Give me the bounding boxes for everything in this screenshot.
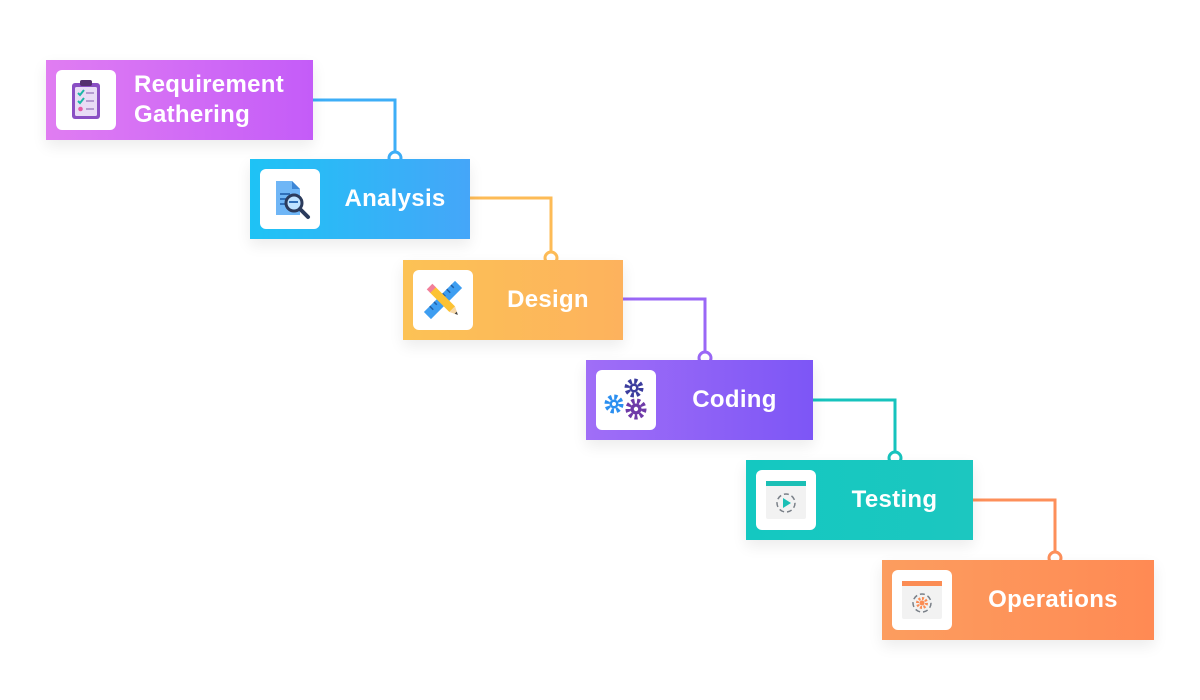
document-search-icon [260, 169, 320, 229]
step-testing: Testing [746, 460, 973, 540]
step-label-line-1: Requirement [134, 71, 284, 98]
connector-2 [470, 196, 559, 266]
step-label: Design [507, 286, 589, 313]
step-coding: Coding [586, 360, 813, 440]
step-label: Analysis [344, 185, 446, 212]
play-window-icon [756, 470, 816, 530]
step-label: Coding [692, 386, 777, 413]
settings-window-icon [892, 570, 952, 630]
connector-5 [973, 498, 1063, 566]
gears-icon [596, 370, 656, 430]
connector-1 [313, 98, 403, 166]
step-label: Requirement Gathering [134, 60, 303, 140]
step-requirement-gathering: Requirement Gathering [46, 60, 313, 140]
step-label-line-2: Gathering [134, 101, 251, 128]
ruler-pencil-icon [413, 270, 473, 330]
connector-3 [623, 297, 713, 366]
step-design: Design [403, 260, 623, 340]
clipboard-checklist-icon [56, 70, 116, 130]
step-operations: Operations [882, 560, 1154, 640]
connector-4 [813, 398, 903, 466]
step-label: Operations [988, 586, 1118, 613]
step-analysis: Analysis [250, 159, 470, 239]
step-label: Testing [851, 486, 938, 513]
